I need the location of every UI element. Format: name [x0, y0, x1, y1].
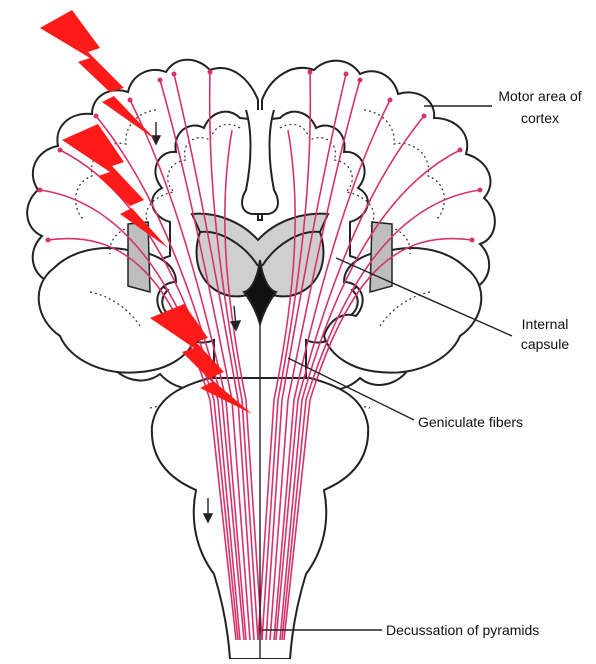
label-geniculate-fibers: Geniculate fibers: [418, 414, 523, 431]
midline-structures: [242, 100, 278, 220]
label-motor-area-line1: Motor area of: [490, 88, 590, 105]
label-internal-capsule-line2: capsule: [510, 336, 580, 353]
label-decussation: Decussation of pyramids: [386, 622, 539, 639]
label-motor-area-line2: cortex: [490, 110, 590, 127]
label-motor-area: Motor area of cortex: [490, 88, 590, 127]
label-internal-capsule: Internal capsule: [510, 316, 580, 353]
label-internal-capsule-line1: Internal: [510, 316, 580, 333]
